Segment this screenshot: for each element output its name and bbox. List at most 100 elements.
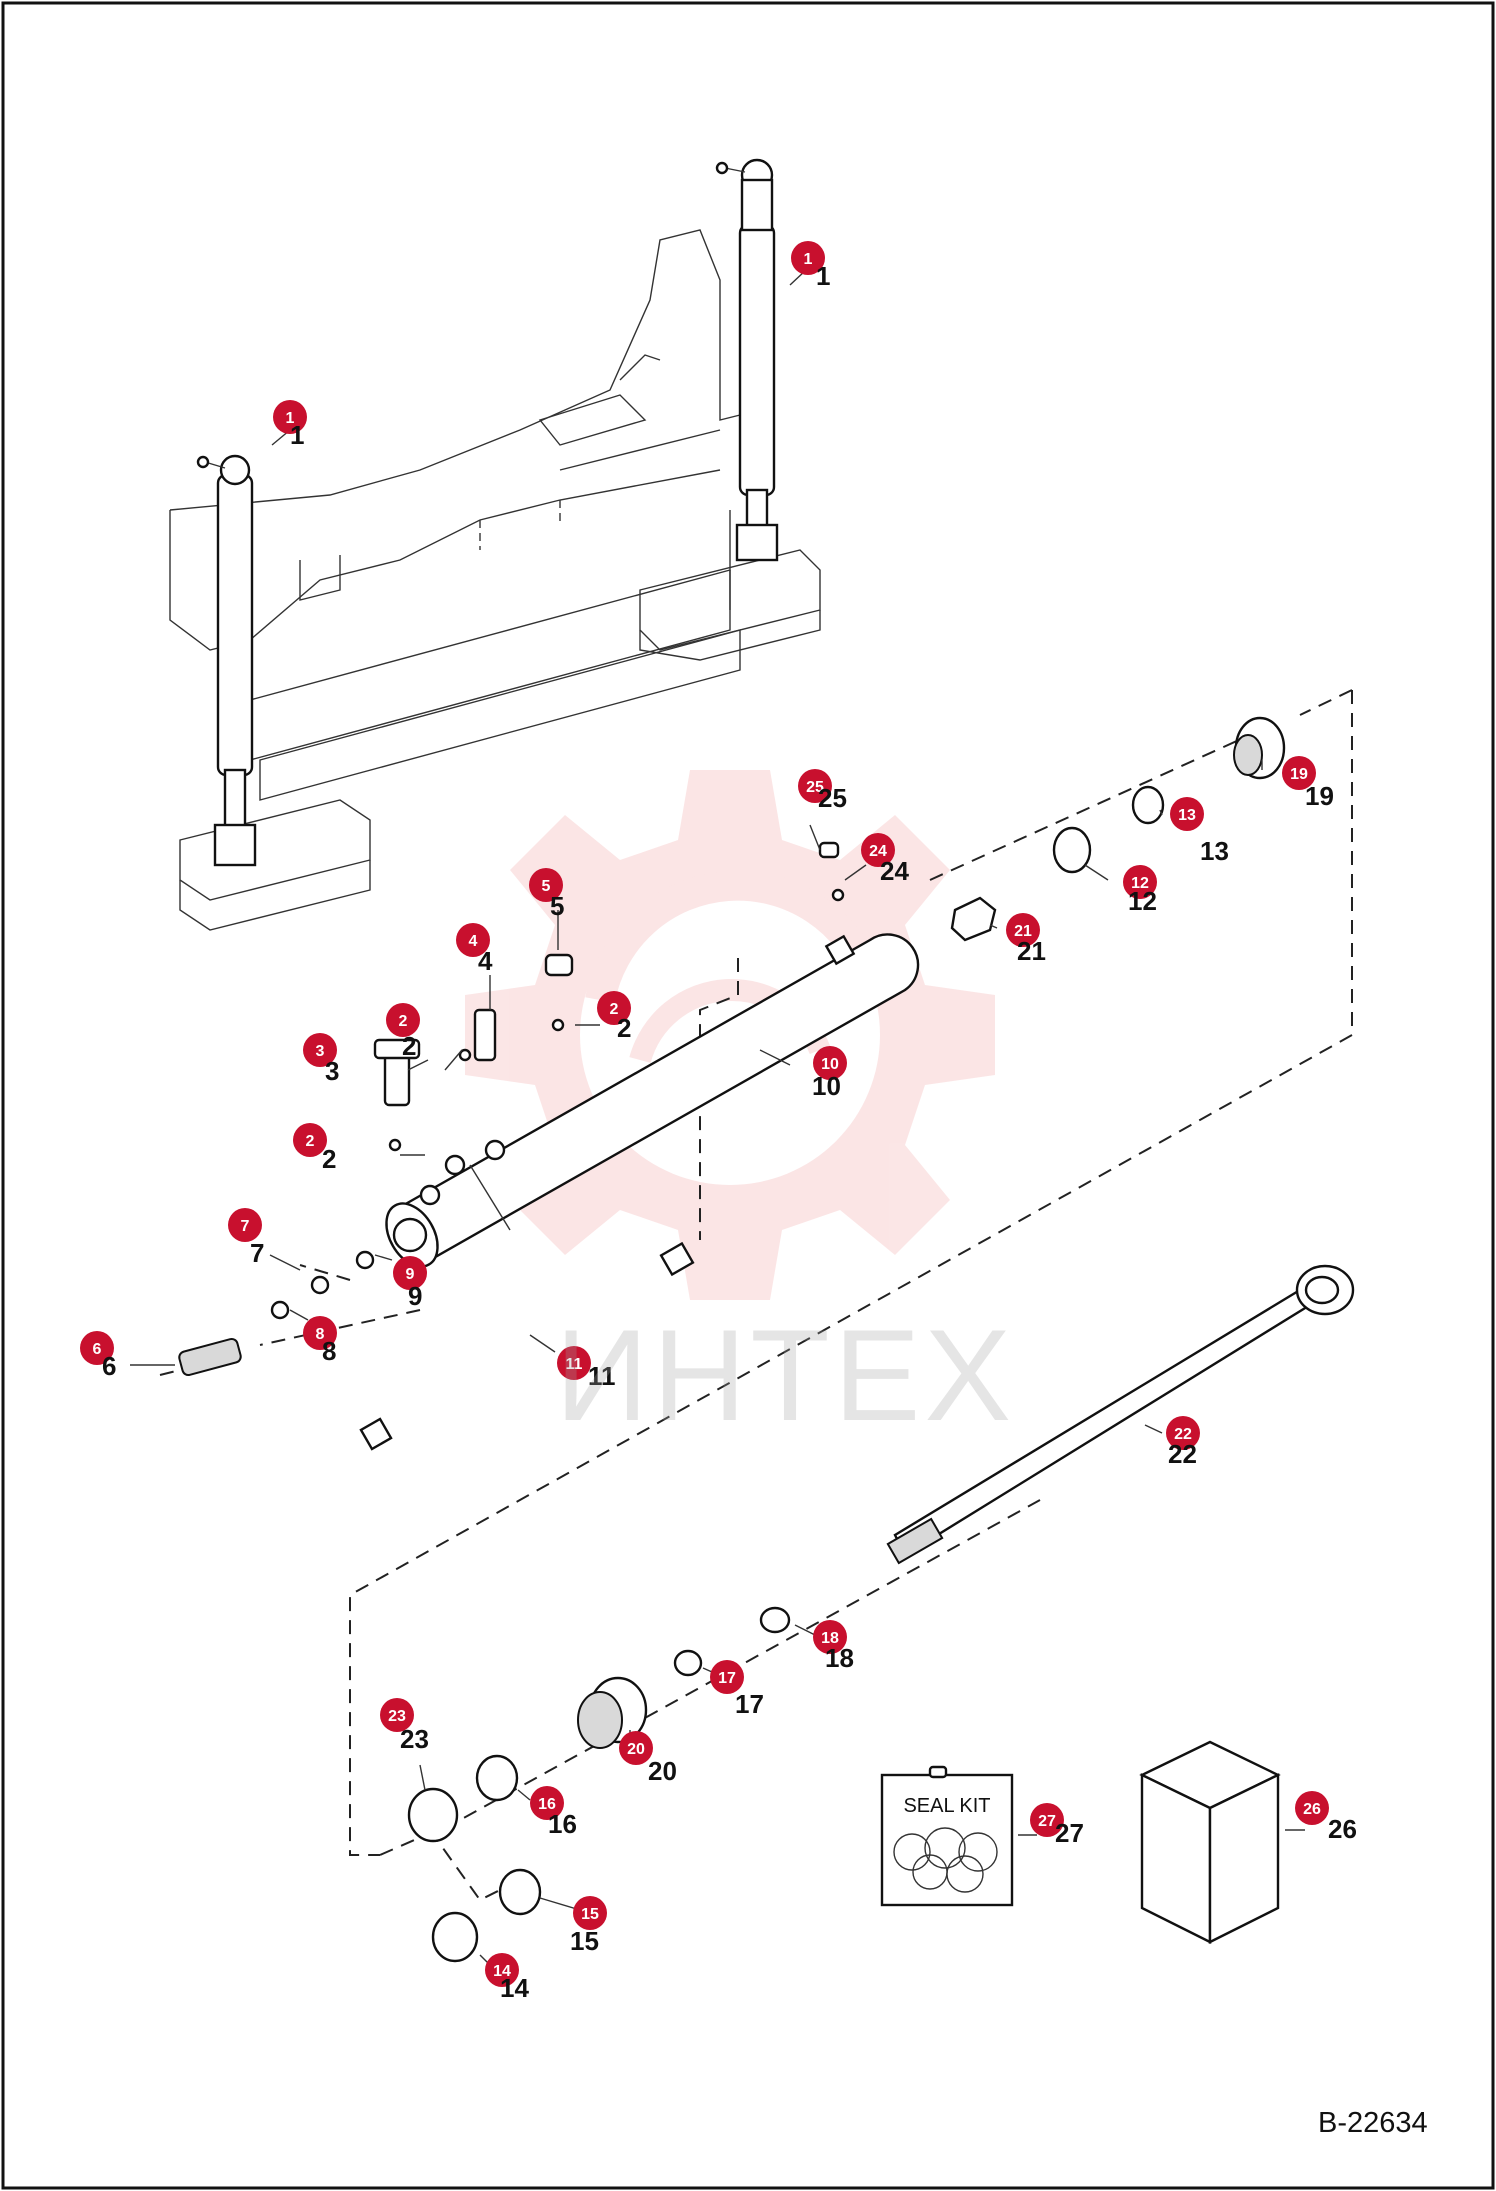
svg-text:2: 2	[617, 1013, 631, 1043]
svg-text:9: 9	[408, 1281, 422, 1311]
svg-text:2: 2	[402, 1031, 416, 1061]
callout-2-lower[interactable]: 2	[293, 1123, 327, 1157]
seal-item-14	[431, 1911, 479, 1963]
svg-text:22: 22	[1174, 1426, 1192, 1443]
svg-text:9: 9	[406, 1266, 415, 1283]
callout-3[interactable]: 3	[303, 1033, 337, 1067]
callout-4[interactable]: 4	[456, 923, 490, 957]
svg-text:27: 27	[1055, 1818, 1084, 1848]
svg-text:23: 23	[400, 1724, 429, 1754]
centerline-fittings	[159, 1264, 421, 1376]
callout-15[interactable]: 15	[573, 1896, 607, 1930]
parts-box	[1139, 1740, 1281, 1944]
svg-text:24: 24	[880, 856, 909, 886]
callout-23[interactable]: 23	[380, 1698, 414, 1732]
svg-text:17: 17	[718, 1670, 736, 1687]
seal-item-13	[1131, 785, 1165, 825]
callout-27[interactable]: 27	[1030, 1803, 1064, 1837]
svg-text:6: 6	[102, 1351, 116, 1381]
callout-21[interactable]: 21	[1006, 913, 1040, 947]
svg-text:15: 15	[570, 1926, 599, 1956]
svg-text:19: 19	[1290, 766, 1308, 783]
svg-text:15: 15	[581, 1906, 599, 1923]
o-ring-item-7	[310, 1275, 330, 1295]
svg-text:4: 4	[478, 946, 493, 976]
svg-text:4: 4	[469, 933, 478, 950]
svg-text:21: 21	[1014, 923, 1032, 940]
svg-text:7: 7	[241, 1218, 250, 1235]
callout-12[interactable]: 12	[1123, 865, 1157, 899]
svg-text:12: 12	[1131, 875, 1149, 892]
callout-1-right[interactable]: 1	[791, 241, 825, 275]
hydraulic-tube	[359, 1241, 695, 1451]
fitting-elbow	[373, 1038, 421, 1152]
fitting-restrictor	[178, 1337, 242, 1377]
callout-9[interactable]: 9	[393, 1256, 427, 1290]
callout-2-upper-left[interactable]: 2	[386, 1003, 420, 1037]
svg-text:14: 14	[493, 1963, 511, 1980]
callout-16[interactable]: 16	[530, 1786, 564, 1820]
callout-25[interactable]: 25	[798, 769, 832, 803]
svg-text:3: 3	[316, 1043, 325, 1060]
callout-13[interactable]: 13	[1170, 797, 1204, 831]
callout-24[interactable]: 24	[861, 833, 895, 867]
cylinder-rod	[886, 1264, 1355, 1565]
lift-cylinder-left	[196, 454, 257, 867]
svg-text:5: 5	[550, 891, 564, 921]
callout-8[interactable]: 8	[303, 1316, 337, 1350]
svg-text:17: 17	[735, 1689, 764, 1719]
svg-text:20: 20	[648, 1756, 677, 1786]
callout-2-upper-mid[interactable]: 2	[597, 991, 631, 1025]
callout-20[interactable]: 20	[619, 1731, 653, 1765]
callout-11[interactable]: 11	[557, 1346, 591, 1380]
svg-text:25: 25	[818, 783, 847, 813]
svg-text:22: 22	[1168, 1439, 1197, 1469]
svg-text:2: 2	[610, 1001, 619, 1018]
cylinder-barrel	[385, 933, 920, 1268]
o-ring-item-8	[270, 1300, 290, 1320]
callout-6[interactable]: 6	[80, 1331, 114, 1365]
svg-text:26: 26	[1303, 1801, 1321, 1818]
callout-5[interactable]: 5	[529, 868, 563, 902]
svg-text:16: 16	[548, 1809, 577, 1839]
svg-text:14: 14	[500, 1973, 529, 2003]
callout-1-left[interactable]: 1	[273, 400, 307, 434]
callout-7[interactable]: 7	[228, 1208, 262, 1242]
fitting-plug	[544, 953, 574, 1032]
callout-18[interactable]: 18	[813, 1620, 847, 1654]
svg-text:12: 12	[1128, 886, 1157, 916]
seal-item-12	[1052, 826, 1092, 874]
svg-text:24: 24	[869, 843, 887, 860]
callout-19[interactable]: 19	[1282, 756, 1316, 790]
svg-text:10: 10	[812, 1071, 841, 1101]
svg-text:18: 18	[821, 1630, 839, 1647]
svg-text:1: 1	[816, 261, 830, 291]
svg-text:2: 2	[306, 1133, 315, 1150]
nut-item-21	[950, 896, 997, 942]
svg-text:2: 2	[399, 1013, 408, 1030]
callout-22[interactable]: 22	[1166, 1416, 1200, 1450]
assembly-dashed-outline	[349, 689, 1353, 1856]
svg-text:25: 25	[806, 779, 824, 796]
svg-text:10: 10	[821, 1056, 839, 1073]
svg-text:8: 8	[316, 1326, 325, 1343]
callout-14[interactable]: 14	[485, 1953, 519, 1987]
watermark-text: ИНТЕХ	[555, 1302, 1016, 1448]
svg-text:27: 27	[1038, 1813, 1056, 1830]
callout-17[interactable]: 17	[710, 1660, 744, 1694]
svg-text:18: 18	[825, 1643, 854, 1673]
callout-10[interactable]: 10	[813, 1046, 847, 1080]
svg-text:1: 1	[804, 251, 813, 268]
seal-item-18	[759, 1606, 791, 1634]
svg-text:16: 16	[538, 1796, 556, 1813]
svg-text:3: 3	[325, 1056, 339, 1086]
centerline-lower	[379, 1499, 1041, 1856]
document-number: B-22634	[1318, 2107, 1428, 2139]
svg-text:1: 1	[290, 420, 304, 450]
seal-kit-package: SEAL KIT	[880, 1765, 1014, 1907]
svg-text:11: 11	[588, 1361, 616, 1391]
callout-26[interactable]: 26	[1295, 1791, 1329, 1825]
